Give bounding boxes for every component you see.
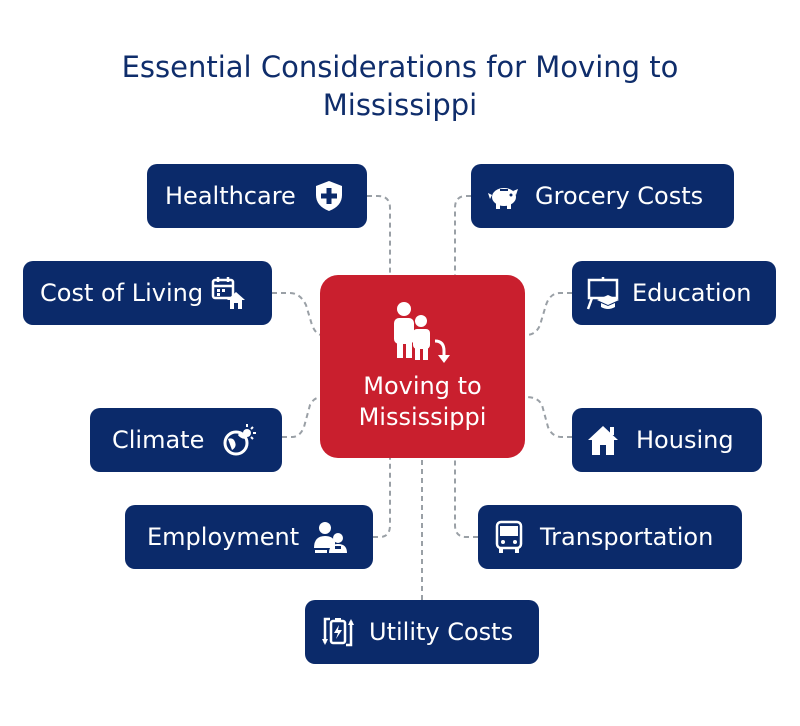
piggy-bank-icon xyxy=(485,177,523,215)
node-utility-costs: Utility Costs xyxy=(305,600,539,664)
calendar-house-icon xyxy=(209,274,247,312)
connector-employment xyxy=(373,458,391,538)
node-transportation: Transportation xyxy=(478,505,742,569)
connector-cost-of-living xyxy=(272,292,323,336)
page-title: Essential Considerations for Moving to M… xyxy=(0,48,800,124)
connector-healthcare xyxy=(367,195,391,275)
family-move-icon xyxy=(388,299,458,369)
node-cost-of-living: Cost of Living xyxy=(23,261,272,325)
node-education-label: Education xyxy=(632,279,752,307)
people-icon xyxy=(311,518,349,556)
center-node: Moving to Mississippi xyxy=(320,275,525,458)
node-grocery-costs: Grocery Costs xyxy=(471,164,734,228)
connector-housing xyxy=(525,396,572,438)
center-label-line-1: Moving to xyxy=(363,372,482,400)
bus-icon xyxy=(490,518,528,556)
connector-education xyxy=(525,292,572,336)
connector-climate xyxy=(282,396,323,438)
node-housing-label: Housing xyxy=(636,426,734,454)
node-climate-label: Climate xyxy=(112,426,205,454)
connector-transportation xyxy=(454,458,478,538)
title-line-1: Essential Considerations for Moving to xyxy=(121,50,679,84)
node-employment: Employment xyxy=(125,505,373,569)
node-employment-label: Employment xyxy=(147,523,300,551)
node-healthcare: Healthcare xyxy=(147,164,367,228)
node-climate: Climate xyxy=(90,408,282,472)
connector-grocery-costs xyxy=(454,195,471,275)
center-label: Moving to Mississippi xyxy=(320,371,525,433)
node-healthcare-label: Healthcare xyxy=(165,182,296,210)
house-icon xyxy=(584,421,622,459)
shield-cross-icon xyxy=(310,177,348,215)
node-grocery-costs-label: Grocery Costs xyxy=(535,182,704,210)
node-utility-costs-label: Utility Costs xyxy=(369,618,514,646)
globe-sun-icon xyxy=(220,421,258,459)
node-education: Education xyxy=(572,261,776,325)
node-transportation-label: Transportation xyxy=(540,523,714,551)
board-cap-icon xyxy=(584,274,622,312)
title-line-2: Mississippi xyxy=(322,88,478,122)
battery-cycle-icon xyxy=(319,613,357,651)
node-housing: Housing xyxy=(572,408,762,472)
node-cost-of-living-label: Cost of Living xyxy=(40,279,204,307)
center-label-line-2: Mississippi xyxy=(358,403,487,431)
